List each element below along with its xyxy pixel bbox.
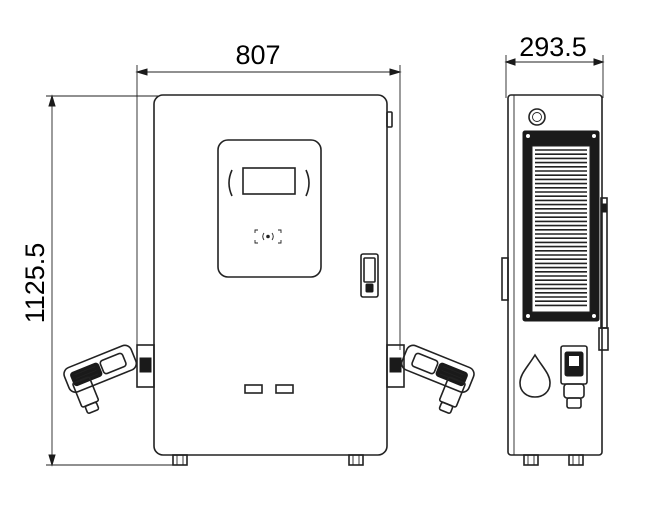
vent-slot-left bbox=[244, 384, 263, 394]
depth-arrow-right bbox=[593, 58, 605, 66]
right-holster bbox=[386, 344, 405, 388]
foot-right bbox=[348, 454, 364, 466]
wall-bracket bbox=[501, 257, 509, 301]
right-indicator-light bbox=[305, 169, 310, 197]
side-handle-mount bbox=[598, 327, 609, 351]
left-charging-connector bbox=[63, 344, 155, 414]
foot-left bbox=[172, 454, 188, 466]
left-indicator-light bbox=[228, 169, 233, 197]
width-dimension: 807 bbox=[135, 40, 402, 350]
width-label: 807 bbox=[235, 40, 280, 70]
water-drop-icon bbox=[519, 353, 551, 398]
front-view bbox=[63, 94, 475, 466]
height-arrow-top bbox=[48, 94, 56, 107]
side-foot-left bbox=[523, 454, 539, 466]
cabinet-body bbox=[153, 94, 388, 456]
height-dimension: 1125.5 bbox=[20, 94, 178, 467]
depth-dimension: 293.5 bbox=[504, 32, 605, 98]
fin-lines bbox=[535, 149, 587, 307]
side-foot-right bbox=[568, 454, 584, 466]
left-holster bbox=[136, 344, 155, 388]
side-view bbox=[501, 94, 609, 466]
right-charging-connector bbox=[386, 344, 475, 414]
top-hinge bbox=[386, 111, 393, 128]
width-arrow-right bbox=[389, 68, 402, 76]
round-vent bbox=[528, 108, 546, 126]
vent-slot-right bbox=[275, 384, 294, 394]
width-arrow-left bbox=[135, 68, 148, 76]
door-handle bbox=[360, 253, 379, 298]
display-panel bbox=[217, 139, 322, 278]
depth-arrow-left bbox=[504, 58, 516, 66]
height-arrow-bottom bbox=[48, 454, 56, 467]
display-screen bbox=[242, 167, 296, 195]
side-charging-connector bbox=[560, 345, 588, 409]
rfid-reader-icon bbox=[254, 229, 282, 244]
height-label: 1125.5 bbox=[20, 243, 50, 324]
depth-label: 293.5 bbox=[519, 32, 587, 62]
